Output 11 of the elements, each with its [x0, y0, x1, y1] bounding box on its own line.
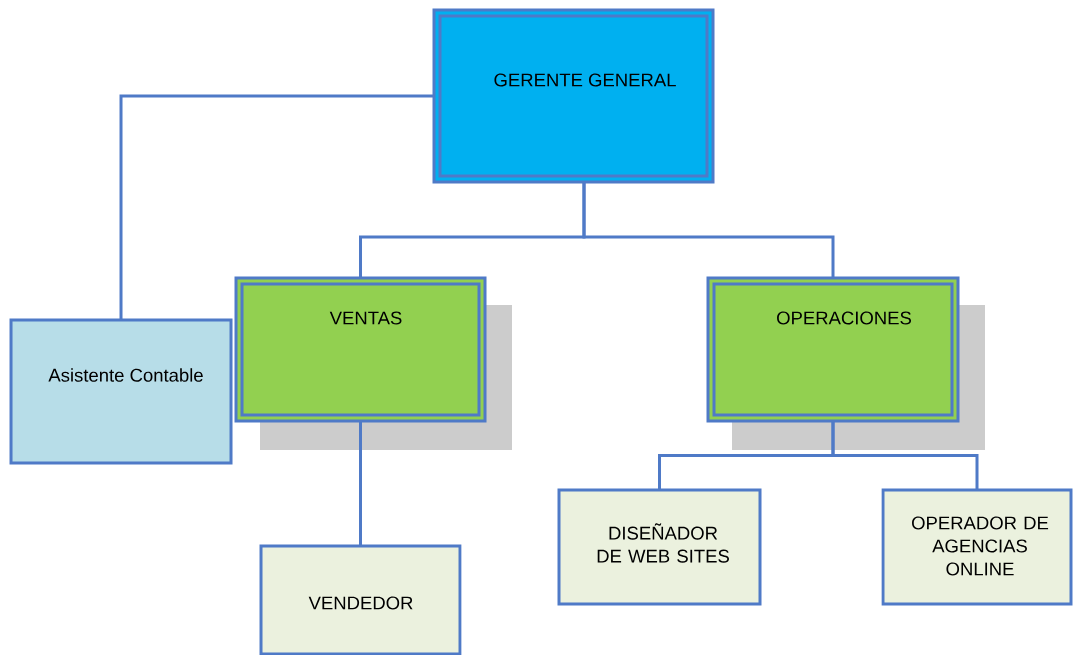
org-box: VENTAS [234, 276, 512, 450]
org-box: DISEÑADOR DE WEB SITES [557, 488, 762, 606]
org-box: Asistente Contable [9, 318, 233, 465]
org-box: GERENTE GENERAL [432, 8, 715, 184]
connector-line [119, 94, 434, 320]
org-box: OPERADOR DE AGENCIAS ONLINE [881, 488, 1073, 606]
org-box: VENDEDOR [259, 544, 462, 655]
connector-line [582, 182, 835, 278]
org-box: OPERACIONES [706, 276, 985, 450]
connector-line [359, 421, 362, 546]
connector-line [831, 421, 979, 490]
